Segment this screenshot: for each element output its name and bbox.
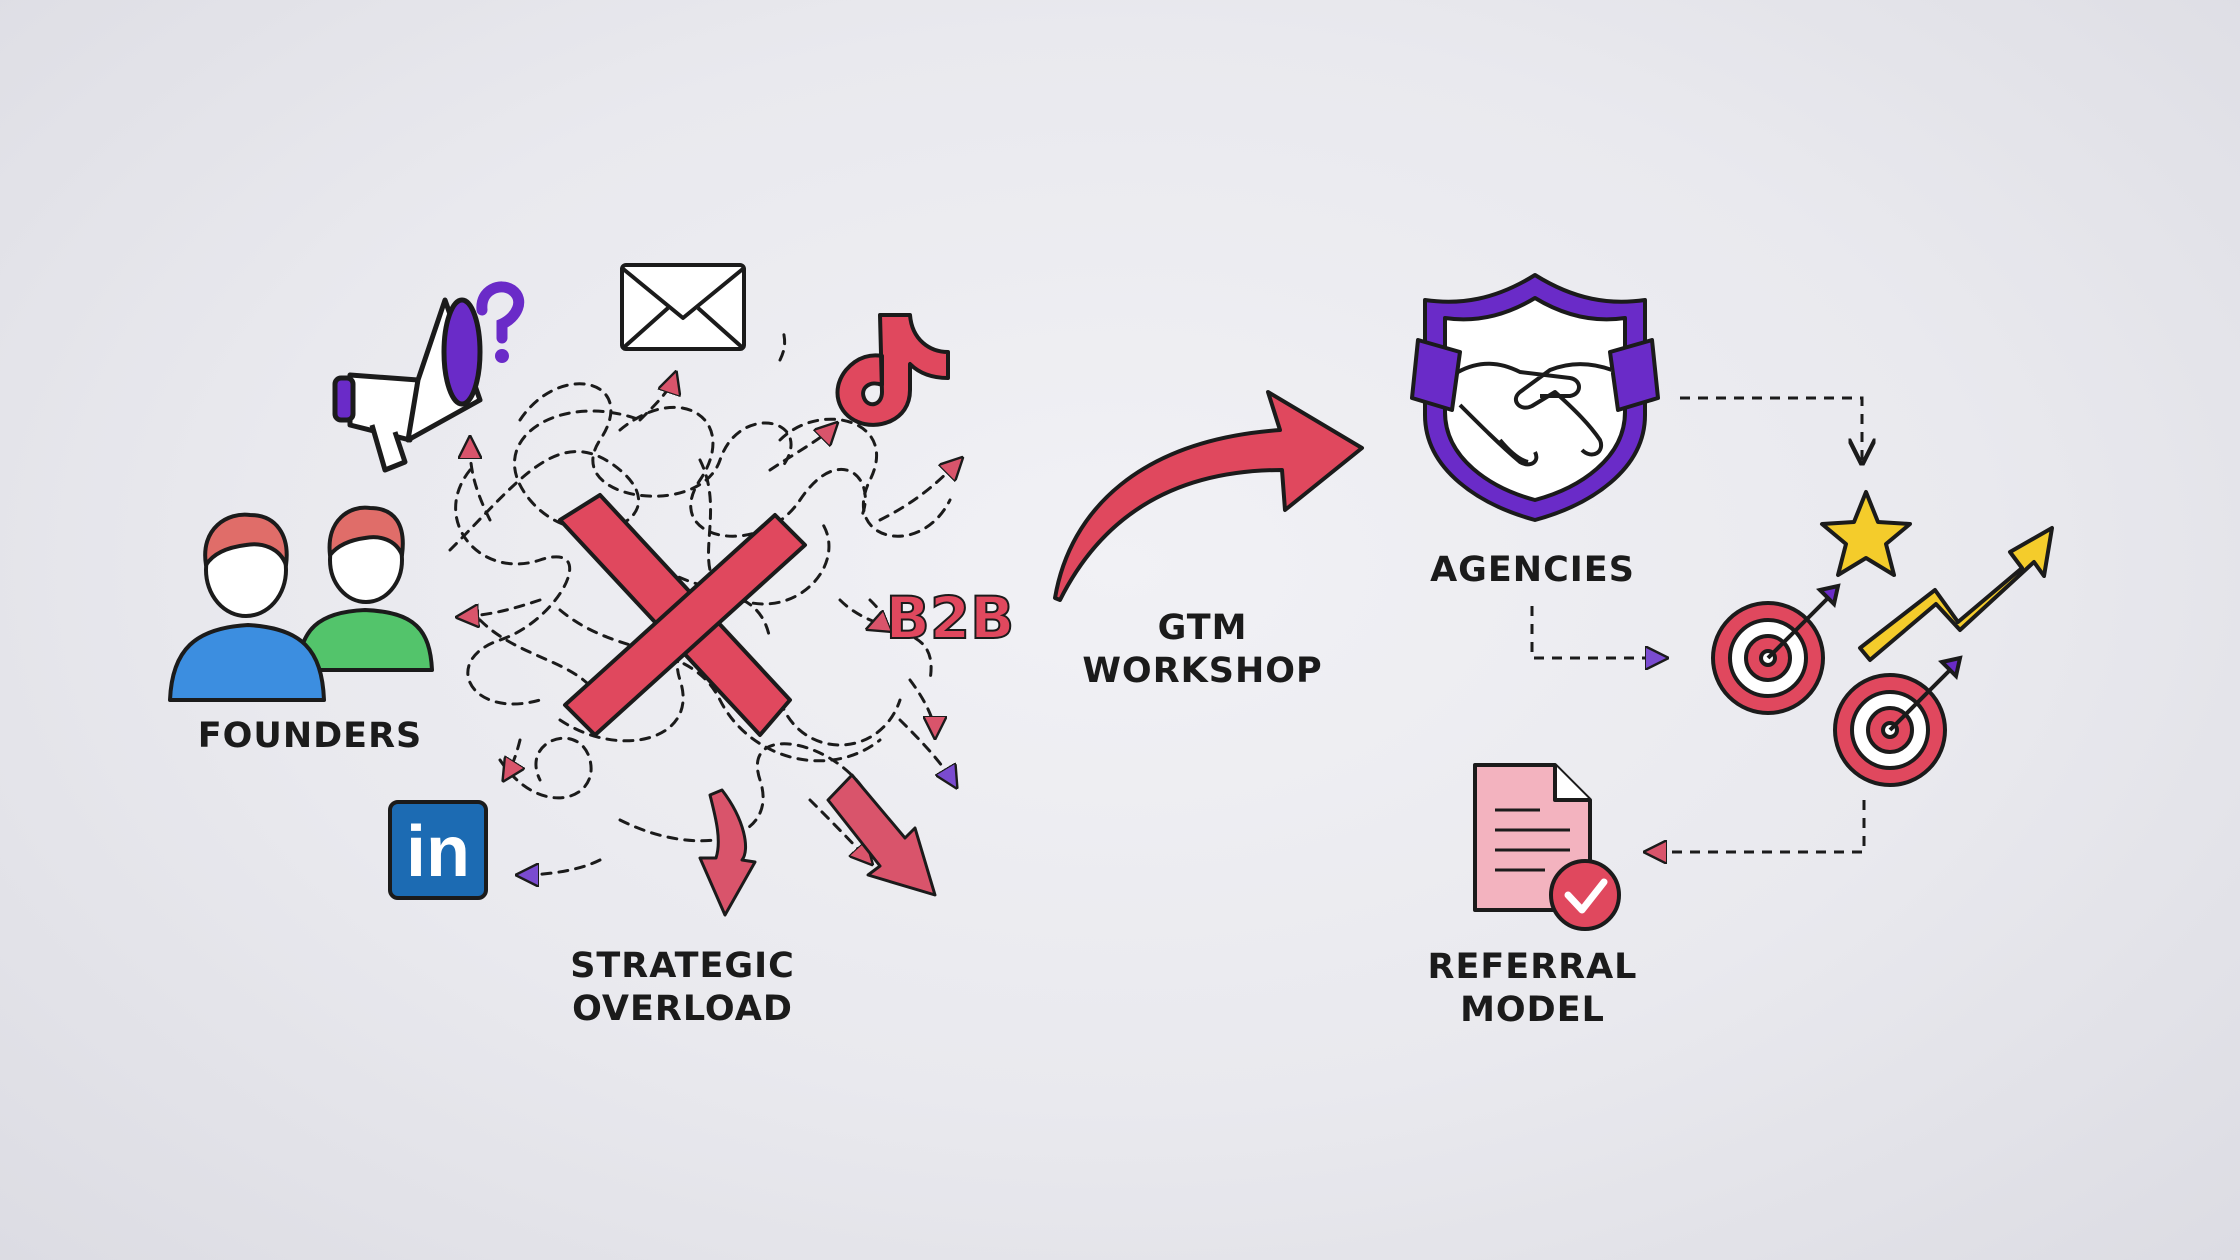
gtm-workshop-label: GTM WORKSHOP — [1070, 607, 1335, 693]
svg-text:in: in — [406, 812, 470, 892]
star-icon — [1822, 492, 1910, 575]
target-icon — [1835, 658, 1960, 785]
linkedin-icon: in — [390, 802, 486, 898]
founders-icon — [170, 508, 432, 700]
envelope-icon — [622, 265, 744, 349]
tiktok-icon — [837, 315, 948, 425]
agencies-label: AGENCIES — [1410, 549, 1655, 592]
transition-arrow — [1055, 392, 1362, 600]
cross-icon — [560, 495, 805, 735]
handshake-shield-icon — [1412, 275, 1658, 520]
document-check-icon — [1475, 765, 1619, 929]
target-icon — [1713, 586, 1838, 713]
referral-model-label: REFERRAL MODEL — [1415, 946, 1650, 1032]
question-mark-icon — [482, 287, 519, 363]
strategic-overload-label: STRATEGIC OVERLOAD — [540, 945, 825, 1031]
b2b-label: B2B — [886, 584, 1015, 652]
chaos-bold-arrows — [700, 775, 935, 915]
megaphone-icon — [335, 300, 480, 470]
founders-label: FOUNDERS — [190, 715, 430, 758]
